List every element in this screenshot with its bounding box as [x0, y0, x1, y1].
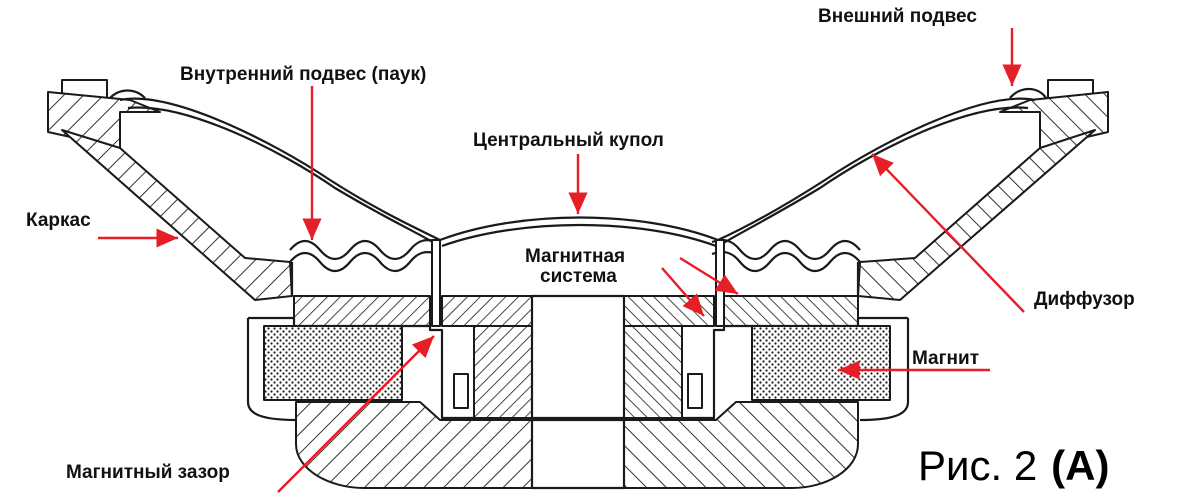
bottom-plate: [295, 401, 859, 490]
label-spider: Внутренний подвес (паук): [180, 64, 426, 85]
arrow-magnetic-gap: [277, 335, 435, 493]
label-magnet: Магнит: [912, 348, 979, 369]
label-outer-suspension: Внешний подвес: [818, 6, 977, 27]
outer-suspension: [109, 87, 1047, 99]
label-dust-cap: Центральный купол: [473, 130, 664, 151]
label-frame: Каркас: [26, 210, 91, 231]
figure-caption-prefix: Рис. 2: [918, 442, 1037, 489]
label-magnet-system-2: система: [540, 266, 617, 287]
arrow-magnet-system-2: [679, 256, 739, 296]
spider: [289, 239, 861, 296]
magnet-left: [263, 325, 403, 401]
frame-left: [47, 79, 293, 301]
dust-cap: [439, 216, 719, 242]
figure-caption-suffix: (A): [1051, 442, 1109, 489]
dust-cap-inner: [441, 223, 717, 248]
figure-caption: Рис. 2 (A): [918, 442, 1109, 489]
label-cone: Диффузор: [1034, 289, 1135, 310]
magnet-right: [751, 325, 891, 401]
arrow-cone: [871, 153, 1025, 313]
top-plate: [293, 295, 859, 327]
label-magnetic-gap: Магнитный зазор: [66, 462, 230, 483]
arrow-magnet-system-1: [661, 267, 705, 317]
cone: [119, 97, 1036, 245]
pole-piece: [473, 294, 683, 420]
magnet-housing: [246, 316, 910, 422]
annotation-arrows: [98, 28, 1025, 493]
label-magnet-system-1: Магнитная: [525, 246, 625, 267]
frame-right: [857, 79, 1109, 301]
